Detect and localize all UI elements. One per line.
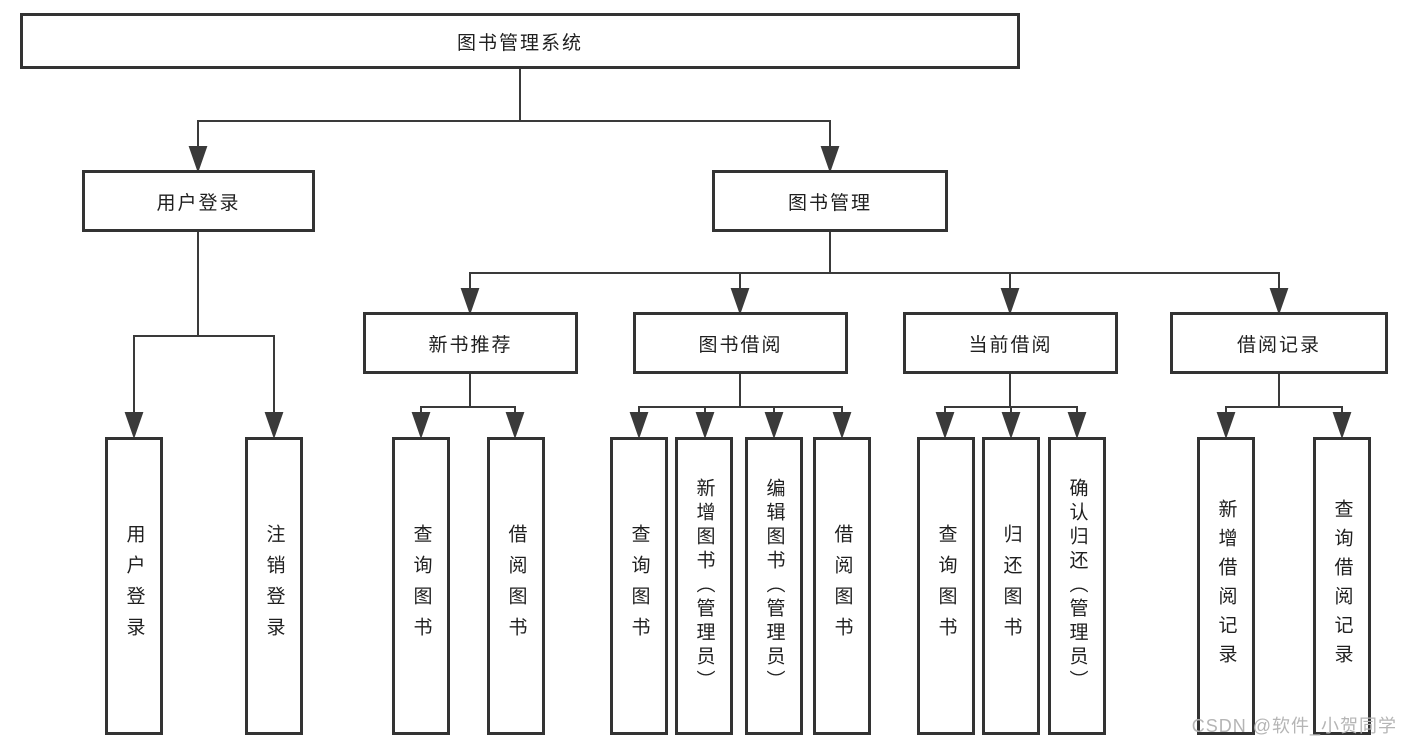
root-node-library-management-system: 图书管理系统 (20, 13, 1020, 69)
root-node-label: 图书管理系统 (456, 32, 583, 54)
leaf-edit-books-admin: 编辑图书（管理员） (745, 437, 803, 735)
leaf-borrow-books-borrowing-label: 借阅图书 (831, 524, 853, 648)
leaf-borrow-books-borrowing: 借阅图书 (813, 437, 871, 735)
leaf-return-books-label: 归还图书 (1000, 524, 1022, 648)
csdn-watermark: CSDN @软件_小贺同学 (1191, 716, 1397, 736)
leaf-query-books-recommend: 查询图书 (392, 437, 450, 735)
leaf-add-books-admin: 新增图书（管理员） (675, 437, 733, 735)
leaf-edit-books-admin-label: 编辑图书（管理员） (763, 478, 785, 694)
node-borrow-records-label: 借阅记录 (1236, 334, 1321, 356)
node-current-borrowing-label: 当前借阅 (968, 334, 1053, 356)
node-book-management-label: 图书管理 (787, 192, 872, 214)
leaf-add-books-admin-label: 新增图书（管理员） (693, 478, 715, 694)
leaf-borrow-books-recommend: 借阅图书 (487, 437, 545, 735)
leaf-query-books-recommend-label: 查询图书 (410, 524, 432, 648)
leaf-query-books-current: 查询图书 (917, 437, 975, 735)
leaf-confirm-return-admin: 确认归还（管理员） (1048, 437, 1106, 735)
node-book-management: 图书管理 (712, 170, 948, 232)
node-user-login: 用户登录 (82, 170, 315, 232)
node-new-book-recommendation-label: 新书推荐 (428, 334, 513, 356)
node-user-login-label: 用户登录 (156, 192, 241, 214)
leaf-query-books-borrowing-label: 查询图书 (628, 524, 650, 648)
leaf-logout-label: 注销登录 (263, 524, 285, 648)
leaf-user-login-label: 用户登录 (123, 524, 145, 648)
leaf-logout: 注销登录 (245, 437, 303, 735)
leaf-query-borrow-record: 查询借阅记录 (1313, 437, 1371, 735)
leaf-query-books-current-label: 查询图书 (935, 524, 957, 648)
leaf-query-books-borrowing: 查询图书 (610, 437, 668, 735)
leaf-return-books: 归还图书 (982, 437, 1040, 735)
node-new-book-recommendation: 新书推荐 (363, 312, 578, 374)
leaf-add-borrow-record-label: 新增借阅记录 (1215, 499, 1237, 673)
node-book-borrowing: 图书借阅 (633, 312, 848, 374)
leaf-add-borrow-record: 新增借阅记录 (1197, 437, 1255, 735)
node-current-borrowing: 当前借阅 (903, 312, 1118, 374)
leaf-borrow-books-recommend-label: 借阅图书 (505, 524, 527, 648)
node-borrow-records: 借阅记录 (1170, 312, 1388, 374)
node-book-borrowing-label: 图书借阅 (698, 334, 783, 356)
leaf-user-login: 用户登录 (105, 437, 163, 735)
leaf-query-borrow-record-label: 查询借阅记录 (1331, 499, 1353, 673)
leaf-confirm-return-admin-label: 确认归还（管理员） (1066, 478, 1088, 694)
